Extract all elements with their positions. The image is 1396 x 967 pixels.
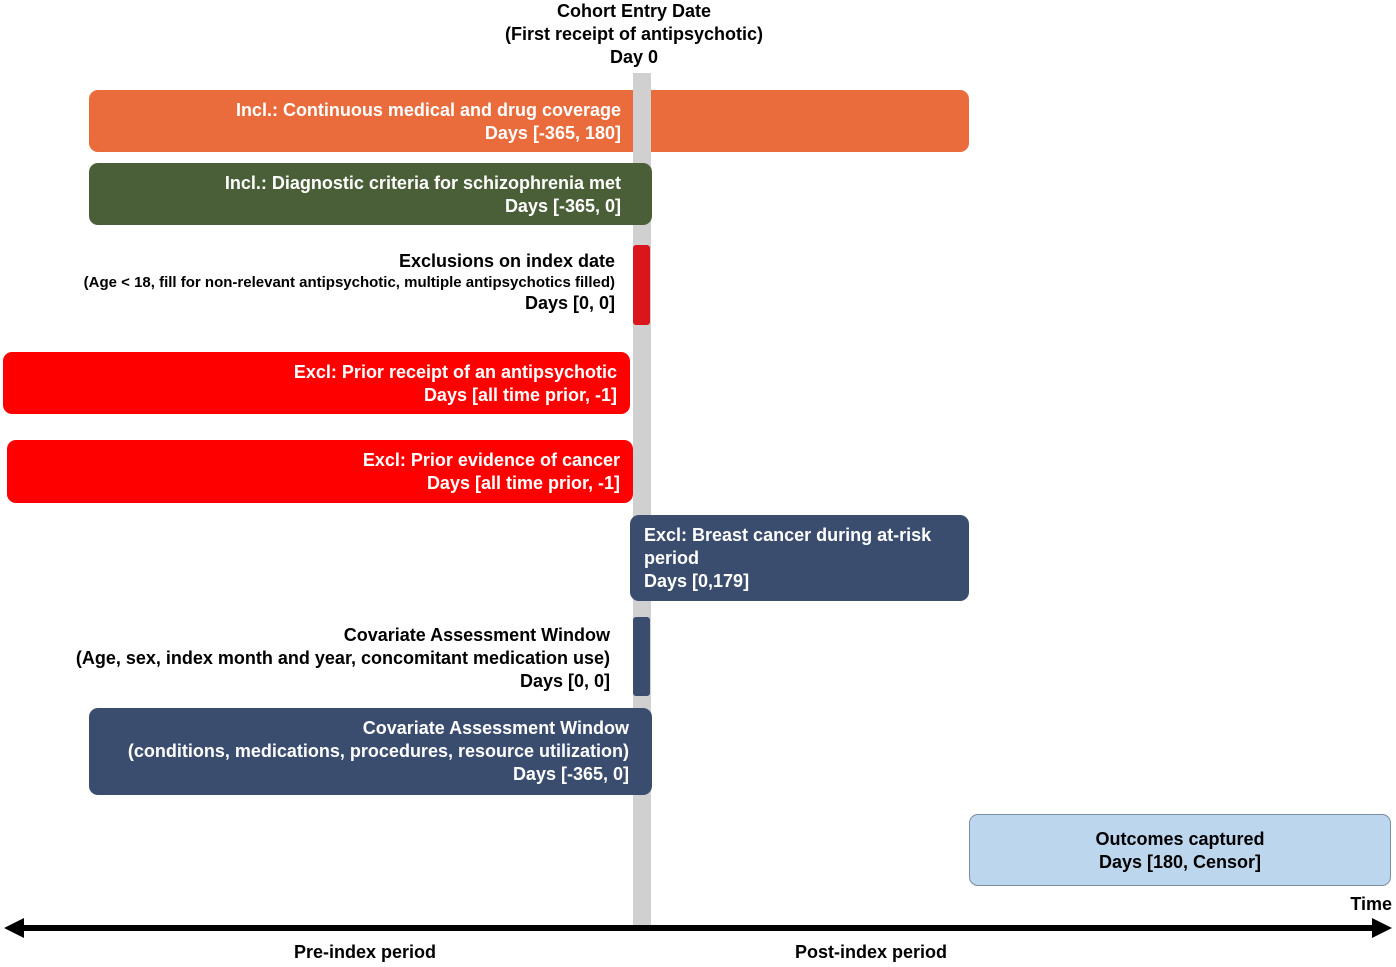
time-axis-arrow [4, 918, 1392, 938]
header-day-zero: Day 0 [609, 47, 659, 67]
outcomes-days: Days [180, Censor] [1098, 852, 1262, 872]
breast-cancer-label: Excl: Breast cancer during at-risk perio… [644, 525, 932, 568]
covariate-index-label: Covariate Assessment Window [343, 625, 610, 645]
index-exclusions-detail: (Age < 18, fill for non-relevant antipsy… [83, 274, 615, 291]
breast-cancer-exclusion-bar: Excl: Breast cancer during at-risk perio… [630, 515, 969, 601]
outcomes-text: Outcomes captured Days [180, Censor] [970, 828, 1390, 874]
covariate-index-days: Days [0, 0] [519, 671, 610, 691]
post-index-period-label: Post-index period [795, 942, 948, 962]
index-exclusions-text: Exclusions on index date (Age < 18, fill… [20, 251, 615, 314]
time-axis-left-arrowhead [4, 918, 24, 938]
prior-antipsychotic-label: Excl: Prior receipt of an antipsychotic [293, 362, 617, 382]
header-title: Cohort Entry Date [556, 1, 711, 21]
covariate-index-detail: (Age, sex, index month and year, concomi… [75, 648, 610, 668]
time-label: Time [1350, 894, 1392, 914]
schizophrenia-inclusion-label: Incl.: Diagnostic criteria for schizophr… [224, 173, 621, 193]
covariate-index-bar [633, 617, 650, 696]
schizophrenia-inclusion-text: Incl.: Diagnostic criteria for schizophr… [225, 172, 621, 218]
prior-cancer-text: Excl: Prior evidence of cancer Days [all… [363, 449, 620, 495]
pre-index-period-label: Pre-index period [294, 942, 437, 962]
covariate-baseline-detail: (conditions, medications, procedures, re… [127, 741, 629, 761]
prior-antipsychotic-exclusion-bar: Excl: Prior receipt of an antipsychotic … [3, 352, 630, 414]
covariate-baseline-days: Days [-365, 0] [512, 764, 629, 784]
coverage-inclusion-label: Incl.: Continuous medical and drug cover… [235, 100, 621, 120]
outcomes-label: Outcomes captured [1095, 829, 1265, 849]
outcomes-bar: Outcomes captured Days [180, Censor] [969, 814, 1391, 886]
coverage-inclusion-bar: Incl.: Continuous medical and drug cover… [89, 90, 969, 152]
covariate-baseline-label: Covariate Assessment Window [362, 718, 629, 738]
cohort-entry-header: Cohort Entry Date (First receipt of anti… [430, 0, 838, 69]
prior-antipsychotic-days: Days [all time prior, -1] [423, 385, 617, 405]
prior-cancer-exclusion-bar: Excl: Prior evidence of cancer Days [all… [7, 440, 633, 503]
prior-cancer-days: Days [all time prior, -1] [426, 473, 620, 493]
prior-antipsychotic-text: Excl: Prior receipt of an antipsychotic … [294, 361, 617, 407]
covariate-baseline-text: Covariate Assessment Window (conditions,… [128, 717, 629, 786]
index-exclusions-days: Days [0, 0] [524, 293, 615, 313]
schizophrenia-inclusion-days: Days [-365, 0] [504, 196, 621, 216]
prior-cancer-label: Excl: Prior evidence of cancer [362, 450, 620, 470]
covariate-index-text: Covariate Assessment Window (Age, sex, i… [20, 624, 610, 693]
index-exclusions-label: Exclusions on index date [398, 251, 615, 271]
time-axis-right-arrowhead [1372, 918, 1392, 938]
breast-cancer-days: Days [0,179] [644, 571, 750, 591]
schizophrenia-inclusion-bar: Incl.: Diagnostic criteria for schizophr… [89, 163, 652, 225]
coverage-inclusion-text: Incl.: Continuous medical and drug cover… [236, 99, 621, 145]
coverage-inclusion-days: Days [-365, 180] [484, 123, 621, 143]
header-subtitle: (First receipt of antipsychotic) [504, 24, 764, 44]
covariate-baseline-bar: Covariate Assessment Window (conditions,… [89, 708, 652, 795]
breast-cancer-text: Excl: Breast cancer during at-risk perio… [644, 524, 954, 593]
index-exclusions-bar [633, 245, 650, 325]
